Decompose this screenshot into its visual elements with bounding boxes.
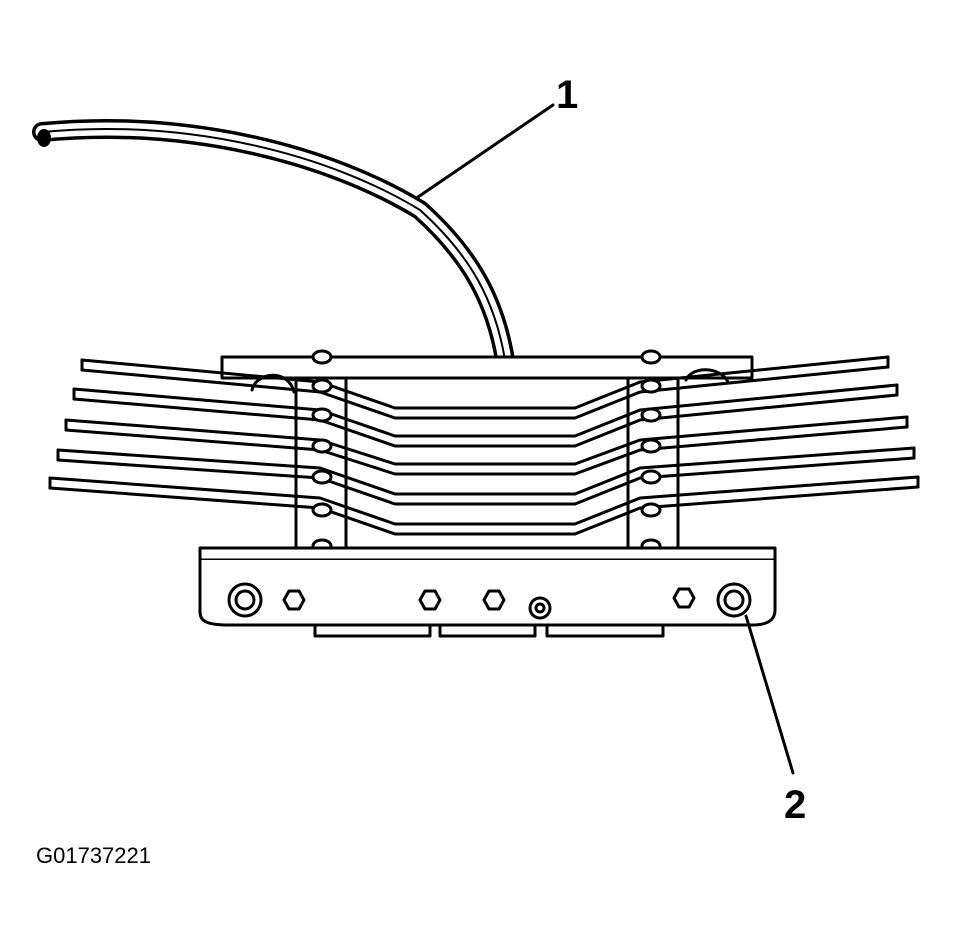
callout-2-label: 2	[784, 783, 806, 827]
rail-rivets	[311, 349, 662, 554]
figure-id: G01737221	[36, 843, 151, 868]
callout-1-label: 1	[556, 73, 578, 117]
top-plate	[220, 355, 754, 394]
spring-wires	[48, 355, 920, 536]
callout-2-leader	[744, 614, 795, 775]
bracket-holes	[227, 582, 752, 620]
callout-1-leader	[416, 103, 555, 199]
lumbar-cable	[32, 119, 515, 370]
